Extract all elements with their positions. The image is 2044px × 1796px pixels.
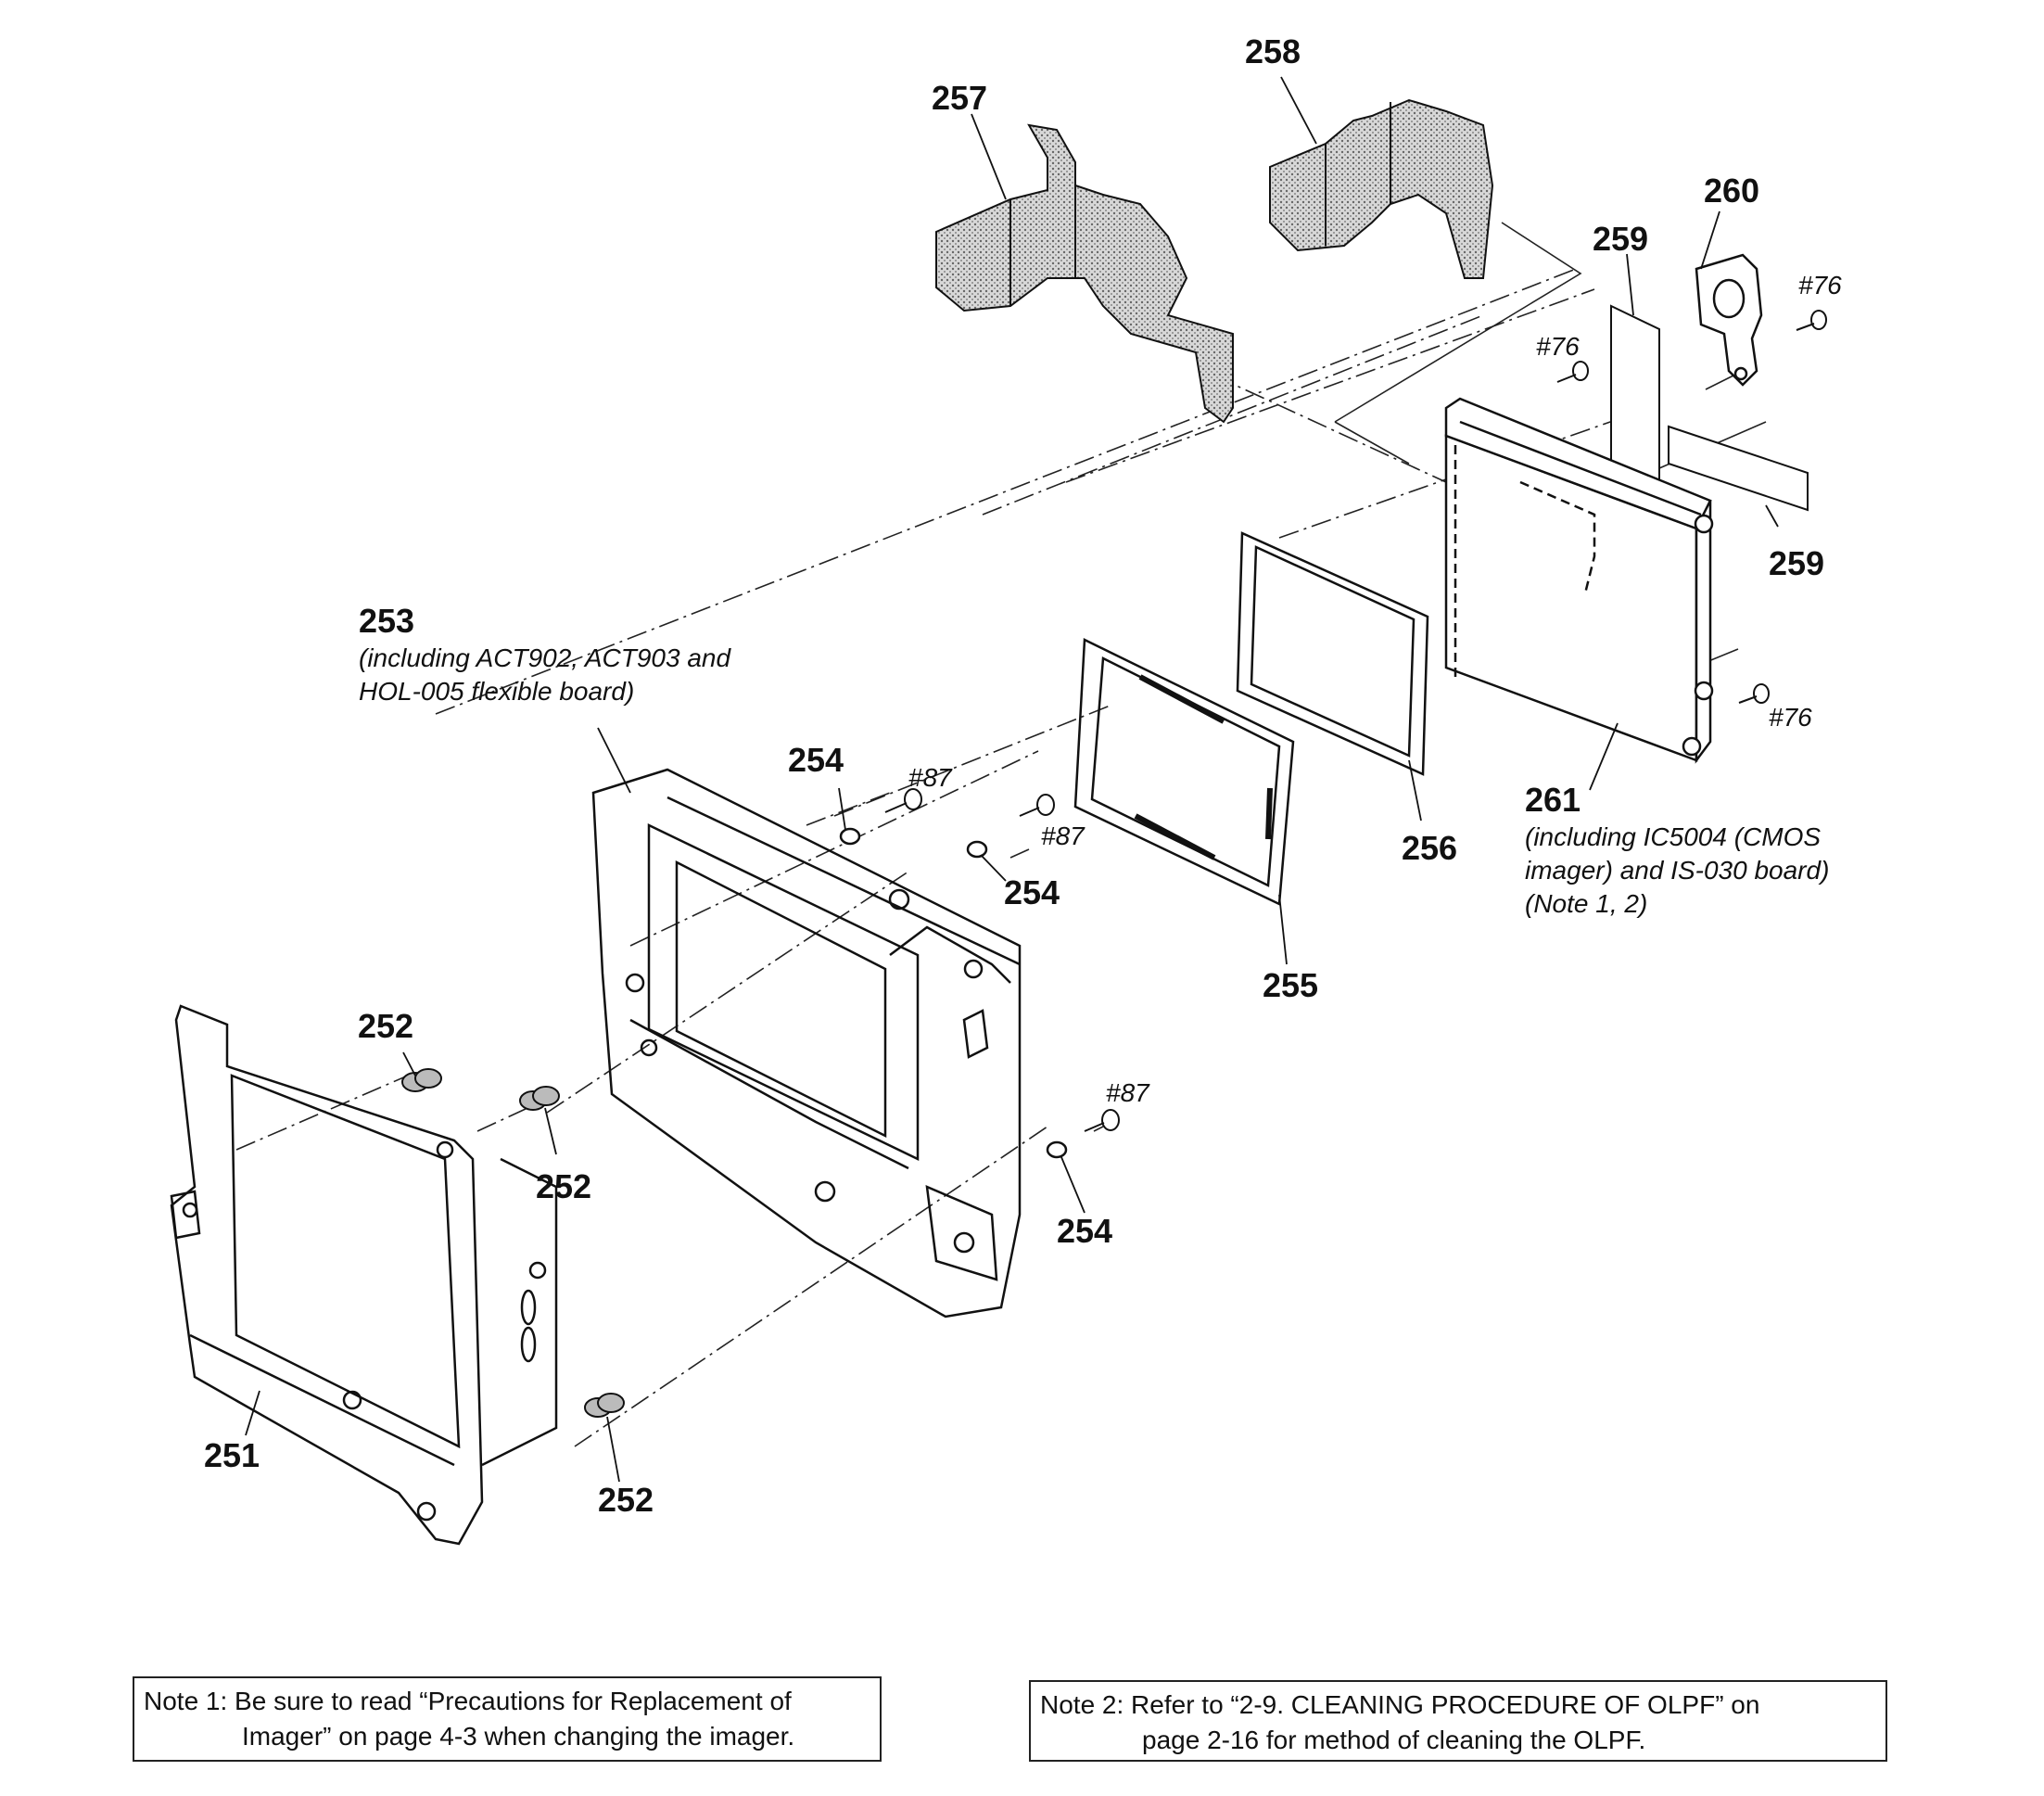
label-252-mid: 252: [536, 1167, 592, 1205]
label-254-mid: 254: [1004, 873, 1060, 911]
screw-label-76-right: #76: [1798, 271, 1842, 299]
description-261-line2: imager) and IS-030 board): [1525, 856, 1830, 885]
label-256: 256: [1402, 829, 1458, 867]
note-2-box: Note 2: Refer to “2-9. CLEANING PROCEDUR…: [1029, 1680, 1887, 1762]
screws: [884, 310, 1827, 1132]
part-261-imager-block: [1444, 397, 1714, 764]
description-253-line1: (including ACT902, ACT903 and: [359, 643, 731, 672]
part-251-plate: [170, 1004, 558, 1546]
label-255: 255: [1263, 966, 1319, 1004]
label-252-top: 252: [358, 1007, 414, 1045]
note-1-box: Note 1: Be sure to read “Precautions for…: [133, 1676, 882, 1762]
leader-lines: [245, 76, 1779, 1483]
note-2-line2: page 2-16 for method of cleaning the OLP…: [1142, 1726, 1646, 1754]
label-258: 258: [1245, 32, 1301, 70]
screw-label-87-bottom: #87: [1106, 1078, 1149, 1107]
label-257: 257: [932, 79, 988, 117]
part-253-chassis: [591, 768, 1022, 1318]
description-253-line2: HOL-005 flexible board): [359, 677, 635, 706]
screw-label-87-mid: #87: [1041, 822, 1085, 850]
label-259-right: 259: [1769, 544, 1825, 582]
label-259-top: 259: [1593, 220, 1649, 258]
label-252-bottom: 252: [598, 1481, 654, 1519]
part-254-washers: [839, 827, 1068, 1159]
note-1-line2: Imager” on page 4-3 when changing the im…: [242, 1722, 795, 1751]
part-259-sheets: [1610, 304, 1809, 512]
label-254-bottom: 254: [1057, 1212, 1113, 1250]
part-258-flex-cable: [1269, 98, 1494, 279]
label-251: 251: [204, 1436, 260, 1474]
part-257-flex-cable: [935, 123, 1234, 424]
part-260-bracket: [1695, 253, 1763, 387]
description-253: (including ACT902, ACT903 and HOL-005 fl…: [359, 642, 730, 708]
screw-label-76-bottom: #76: [1769, 703, 1812, 732]
label-253: 253: [359, 602, 415, 640]
screw-label-76-top: #76: [1536, 332, 1580, 361]
label-254-top: 254: [788, 741, 844, 779]
description-261: (including IC5004 (CMOS imager) and IS-0…: [1525, 821, 1829, 921]
note-2-line1: Note 2: Refer to “2-9. CLEANING PROCEDUR…: [1040, 1690, 1760, 1719]
part-255-filter-holder: [1073, 638, 1295, 906]
label-261: 261: [1525, 781, 1581, 819]
label-260: 260: [1704, 172, 1760, 210]
assembly-lines: [235, 268, 1651, 1447]
screw-label-87-top: #87: [908, 763, 952, 792]
note-1-line1: Note 1: Be sure to read “Precautions for…: [144, 1687, 792, 1715]
description-261-line1: (including IC5004 (CMOS: [1525, 822, 1822, 851]
description-261-line3: (Note 1, 2): [1525, 889, 1648, 918]
part-256-frame: [1236, 531, 1429, 776]
part-252-springs: [401, 1068, 625, 1418]
